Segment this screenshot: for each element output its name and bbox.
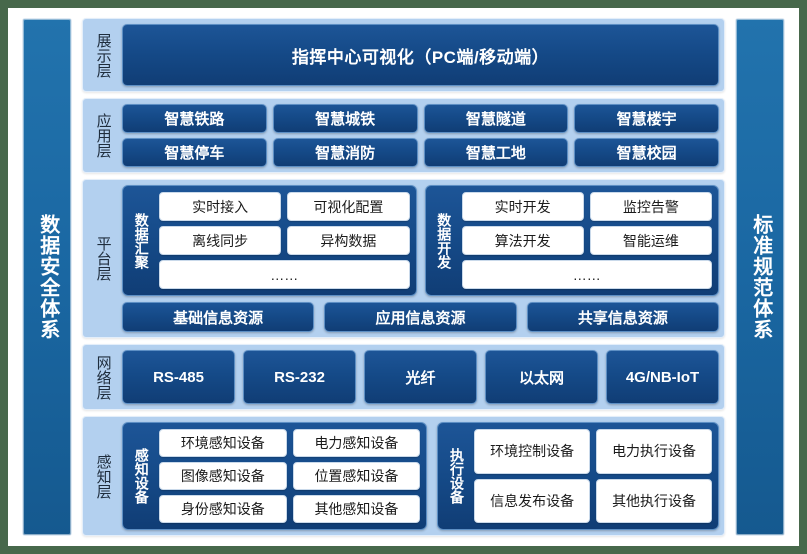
perception-item[interactable]: 位置感知设备 bbox=[292, 462, 421, 490]
platform-group-label: 数据开发 bbox=[436, 212, 453, 269]
perception-group-actuating-devices: 执行设备 环境控制设备 电力执行设备 信息发布设备 其他执行设备 bbox=[437, 422, 719, 530]
perception-item-row: 身份感知设备 其他感知设备 bbox=[159, 495, 421, 523]
layer-display-label: 展示层 bbox=[94, 32, 112, 78]
perception-item[interactable]: 信息发布设备 bbox=[474, 478, 591, 523]
platform-item[interactable]: 离线同步 bbox=[159, 226, 282, 255]
perception-item[interactable]: 环境控制设备 bbox=[474, 429, 591, 474]
layer-application-body: 智慧铁路 智慧城铁 智慧隧道 智慧楼宇 智慧停车 智慧消防 智慧工地 智慧校园 bbox=[122, 104, 719, 167]
platform-item-row: …… bbox=[159, 260, 410, 289]
layer-platform-label: 平台层 bbox=[94, 236, 112, 281]
platform-item[interactable]: 算法开发 bbox=[461, 226, 584, 255]
platform-item[interactable]: 可视化配置 bbox=[287, 192, 410, 221]
resource-item[interactable]: 基础信息资源 bbox=[122, 302, 315, 332]
perception-item[interactable]: 电力感知设备 bbox=[292, 429, 421, 457]
layer-display-body: 指挥中心可视化（PC端/移动端） bbox=[122, 24, 719, 86]
display-banner[interactable]: 指挥中心可视化（PC端/移动端） bbox=[122, 24, 719, 86]
platform-group-data-development: 数据开发 实时开发 监控告警 算法开发 智能运维 …… bbox=[424, 185, 719, 296]
network-item[interactable]: RS-485 bbox=[122, 350, 235, 404]
architecture-diagram: 数据安全体系 展示层 指挥中心可视化（PC端/移动端） 应用层 智慧铁路 智慧城… bbox=[8, 8, 799, 546]
app-item[interactable]: 智慧消防 bbox=[272, 138, 418, 167]
app-item[interactable]: 智慧工地 bbox=[423, 138, 569, 167]
platform-item[interactable]: 智能运维 bbox=[589, 226, 712, 255]
perception-group-label: 感知设备 bbox=[133, 448, 150, 504]
platform-resource-row: 基础信息资源 应用信息资源 共享信息资源 bbox=[122, 302, 719, 332]
perception-item-row: 环境控制设备 电力执行设备 bbox=[474, 429, 713, 474]
platform-item-row: 离线同步 异构数据 bbox=[159, 226, 410, 255]
platform-item-row: …… bbox=[461, 260, 712, 289]
layer-perception-body: 感知设备 环境感知设备 电力感知设备 图像感知设备 位置感知设备 身份感知设备 bbox=[122, 422, 719, 530]
perception-group-items: 环境感知设备 电力感知设备 图像感知设备 位置感知设备 身份感知设备 其他感知设… bbox=[159, 429, 421, 523]
pillar-right-label: 标准规范体系 bbox=[749, 214, 772, 340]
perception-item-row: 信息发布设备 其他执行设备 bbox=[474, 478, 713, 523]
pillar-left-label: 数据安全体系 bbox=[36, 214, 59, 340]
platform-item-row: 实时开发 监控告警 bbox=[461, 192, 712, 221]
platform-item-row: 实时接入 可视化配置 bbox=[159, 192, 410, 221]
layer-display: 展示层 指挥中心可视化（PC端/移动端） bbox=[82, 18, 725, 92]
platform-group-items: 实时开发 监控告警 算法开发 智能运维 …… bbox=[461, 192, 712, 289]
perception-item-row: 图像感知设备 位置感知设备 bbox=[159, 462, 421, 490]
perception-group-label: 执行设备 bbox=[448, 448, 465, 504]
layer-application: 应用层 智慧铁路 智慧城铁 智慧隧道 智慧楼宇 智慧停车 智慧消防 智慧工地 智… bbox=[82, 98, 725, 173]
perception-item-row: 环境感知设备 电力感知设备 bbox=[159, 429, 421, 457]
platform-item-more[interactable]: …… bbox=[461, 260, 712, 289]
layer-network: 网络层 RS-485 RS-232 光纤 以太网 4G/NB-IoT bbox=[82, 344, 725, 410]
app-item[interactable]: 智慧校园 bbox=[574, 138, 719, 167]
platform-item[interactable]: 监控告警 bbox=[589, 192, 712, 221]
layer-network-body: RS-485 RS-232 光纤 以太网 4G/NB-IoT bbox=[122, 350, 719, 404]
platform-item-row: 算法开发 智能运维 bbox=[461, 226, 712, 255]
pillar-data-security: 数据安全体系 bbox=[22, 18, 72, 536]
app-item[interactable]: 智慧城铁 bbox=[272, 104, 418, 133]
resource-item[interactable]: 应用信息资源 bbox=[324, 302, 517, 332]
layer-network-label: 网络层 bbox=[94, 354, 112, 400]
network-item[interactable]: RS-232 bbox=[243, 350, 356, 404]
perception-group-sensing-devices: 感知设备 环境感知设备 电力感知设备 图像感知设备 位置感知设备 身份感知设备 bbox=[122, 422, 428, 530]
layer-application-label: 应用层 bbox=[94, 113, 112, 158]
resource-item[interactable]: 共享信息资源 bbox=[526, 302, 719, 332]
app-item[interactable]: 智慧楼宇 bbox=[574, 104, 719, 133]
platform-groups: 数据汇聚 实时接入 可视化配置 离线同步 异构数据 …… bbox=[122, 185, 719, 296]
app-item[interactable]: 智慧铁路 bbox=[122, 104, 267, 133]
app-item[interactable]: 智慧停车 bbox=[122, 138, 267, 167]
platform-group-items: 实时接入 可视化配置 离线同步 异构数据 …… bbox=[159, 192, 410, 289]
network-item[interactable]: 以太网 bbox=[485, 350, 598, 404]
layer-platform-body: 数据汇聚 实时接入 可视化配置 离线同步 异构数据 …… bbox=[122, 185, 719, 332]
perception-item[interactable]: 图像感知设备 bbox=[159, 462, 287, 490]
platform-group-label: 数据汇聚 bbox=[133, 212, 150, 269]
platform-item[interactable]: 实时开发 bbox=[461, 192, 584, 221]
network-item[interactable]: 光纤 bbox=[364, 350, 477, 404]
perception-group-items: 环境控制设备 电力执行设备 信息发布设备 其他执行设备 bbox=[474, 429, 713, 523]
pillar-standards-norms: 标准规范体系 bbox=[735, 18, 785, 536]
perception-item[interactable]: 电力执行设备 bbox=[596, 429, 713, 474]
perception-item[interactable]: 其他执行设备 bbox=[596, 478, 713, 523]
perception-item[interactable]: 身份感知设备 bbox=[159, 495, 287, 523]
perception-item[interactable]: 其他感知设备 bbox=[292, 495, 421, 523]
layer-platform: 平台层 数据汇聚 实时接入 可视化配置 离线同步 异 bbox=[82, 179, 725, 338]
application-row: 智慧停车 智慧消防 智慧工地 智慧校园 bbox=[122, 138, 719, 167]
platform-item[interactable]: 实时接入 bbox=[159, 192, 282, 221]
layer-perception: 感知层 感知设备 环境感知设备 电力感知设备 图像感知设备 位置感知设备 bbox=[82, 416, 725, 536]
platform-group-data-aggregation: 数据汇聚 实时接入 可视化配置 离线同步 异构数据 …… bbox=[122, 185, 417, 296]
platform-item-more[interactable]: …… bbox=[159, 260, 410, 289]
layer-perception-label: 感知层 bbox=[94, 453, 112, 499]
platform-item[interactable]: 异构数据 bbox=[287, 226, 410, 255]
application-row: 智慧铁路 智慧城铁 智慧隧道 智慧楼宇 bbox=[122, 104, 719, 133]
app-item[interactable]: 智慧隧道 bbox=[423, 104, 569, 133]
perception-item[interactable]: 环境感知设备 bbox=[159, 429, 287, 457]
layer-stack: 展示层 指挥中心可视化（PC端/移动端） 应用层 智慧铁路 智慧城铁 智慧隧道 … bbox=[82, 18, 725, 536]
network-item[interactable]: 4G/NB-IoT bbox=[606, 350, 719, 404]
